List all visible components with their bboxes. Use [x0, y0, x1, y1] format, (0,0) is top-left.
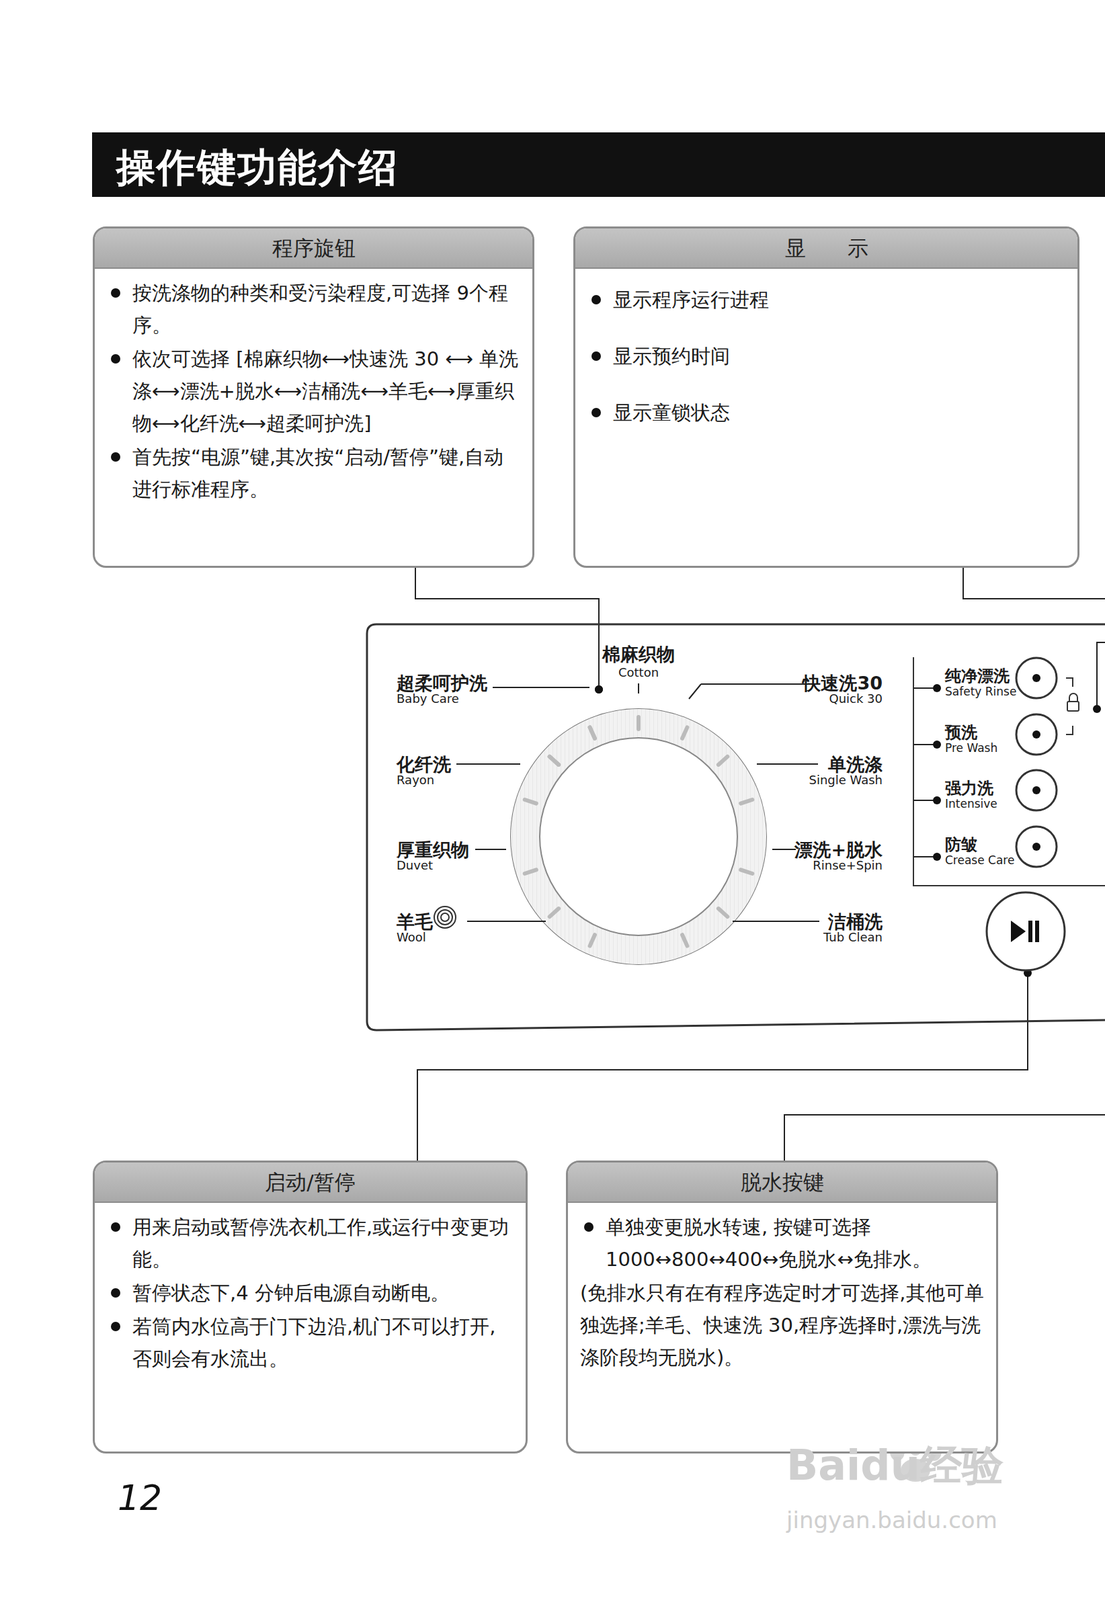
button-label: 强力洗: [945, 780, 994, 797]
dial-label: 棉麻织物: [602, 645, 675, 664]
button-label: 预洗: [945, 724, 978, 741]
box-heading: 脱水按键: [567, 1162, 997, 1204]
box-text: 单独变更脱水转速, 按键可选择 1000↔800↔400↔免脱水↔免排水。: [605, 1215, 932, 1272]
dial-label: 超柔呵护洗: [396, 674, 488, 693]
box-text: 首先按“电源”键,其次按“启动/暂停”键,自动进行标准程序。: [106, 440, 521, 506]
page-title: 操作键功能介绍: [116, 141, 399, 195]
box-text: 若筒内水位高于门下边沿,机门不可以打开,否则会有水流出。: [132, 1315, 496, 1371]
dial-label: 漂洗+脱水: [794, 840, 883, 859]
control-panel: [366, 624, 1105, 1031]
box-body: 按洗涤物的种类和受污染程度,可选择 9个程序。依次可选择 [棉麻织物⟷快速洗 3…: [94, 268, 533, 521]
callout-box: 启动/暂停用来启动或暂停洗衣机工作,或运行中变更功能。暂停状态下,4 分钟后电源…: [92, 1160, 528, 1454]
bullet: [110, 1222, 121, 1233]
box-text: 显示程序运行进程: [612, 288, 769, 312]
title-bar: 操作键功能介绍: [92, 132, 1105, 197]
dial-label-en: Single Wash: [808, 774, 883, 787]
bullet: [110, 1322, 121, 1332]
dial-label: 厚重织物: [396, 840, 470, 859]
bullet: [110, 1288, 121, 1298]
button-label-en: Intensive: [945, 798, 998, 810]
button-label-en: Pre Wash: [945, 742, 998, 755]
program-dial: [510, 709, 767, 965]
dial-label: 洁桶洗: [828, 912, 883, 931]
dial-label-en: Rayon: [396, 774, 435, 787]
leader-line: [417, 973, 1028, 1161]
leader-line: [963, 567, 1105, 599]
watermark: jingyan.baidu.com: [786, 1508, 998, 1532]
watermark: Baidu经验: [786, 1445, 1004, 1487]
dial-label: 单洗涤: [828, 755, 883, 774]
box-text: (免排水只有在有程序选定时才可选择,其他可单独选择;羊毛、快速洗 30,程序选择…: [580, 1281, 985, 1370]
box-text: 依次可选择 [棉麻织物⟷快速洗 30 ⟷ 单洗涤⟷漂洗+脱水⟷洁桶洗⟷羊毛⟷厚重…: [132, 347, 519, 435]
button-label-en: Crease Care: [945, 854, 1015, 867]
leader-line: [415, 567, 599, 689]
box-text: 显示预约时间: [612, 344, 730, 368]
callout-box: 显 示显示程序运行进程显示预约时间显示童锁状态: [573, 226, 1080, 568]
box-body: 显示程序运行进程显示预约时间显示童锁状态: [575, 268, 1078, 467]
box-body: 用来启动或暂停洗衣机工作,或运行中变更功能。暂停状态下,4 分钟后电源自动断电。…: [94, 1203, 526, 1390]
bullet: [110, 452, 121, 462]
box-text: 若筒内水位高于门下边沿,机门不可以打开,否则会有水流出。: [106, 1310, 514, 1376]
box-text: 单独变更脱水转速, 按键可选择 1000↔800↔400↔免脱水↔免排水。: [580, 1211, 985, 1276]
bullet: [591, 351, 601, 361]
bullet: [110, 288, 121, 298]
box-heading: 程序旋钮: [94, 228, 533, 269]
dial-label: 化纤洗: [396, 755, 452, 774]
dial-label-en: Quick 30: [828, 692, 883, 706]
callout-box: 脱水按键单独变更脱水转速, 按键可选择 1000↔800↔400↔免脱水↔免排水…: [565, 1160, 999, 1454]
dial-label-en: Rinse+Spin: [812, 859, 883, 872]
box-text: 显示程序运行进程: [587, 283, 1066, 316]
dial-label-en: Duvet: [396, 859, 433, 872]
leader-line: [784, 1115, 1105, 1161]
dial-label-en: Tub Clean: [823, 931, 883, 944]
box-text: 按洗涤物的种类和受污染程度,可选择 9个程序。: [106, 276, 521, 342]
dial-label-en: Wool: [396, 931, 427, 944]
button-label: 纯净漂洗: [945, 668, 1010, 685]
box-heading: 启动/暂停: [94, 1162, 526, 1204]
box-text: 依次可选择 [棉麻织物⟷快速洗 30 ⟷ 单洗涤⟷漂洗+脱水⟷洁桶洗⟷羊毛⟷厚重…: [106, 342, 521, 440]
dial-label: 羊毛: [396, 912, 433, 931]
box-text: 用来启动或暂停洗衣机工作,或运行中变更功能。: [132, 1215, 509, 1272]
option-button: [1016, 658, 1057, 868]
box-heading: 显 示: [575, 228, 1078, 269]
page-number: 12: [117, 1480, 162, 1516]
bullet: [584, 1222, 594, 1233]
bullet: [591, 295, 601, 305]
box-text: 显示童锁状态: [587, 396, 1066, 429]
box-text: 显示童锁状态: [612, 401, 730, 425]
box-text: 暂停状态下,4 分钟后电源自动断电。: [106, 1277, 514, 1310]
callout-box: 程序旋钮按洗涤物的种类和受污染程度,可选择 9个程序。依次可选择 [棉麻织物⟷快…: [92, 226, 535, 568]
dial-label-en: Cotton: [618, 666, 659, 679]
button-label: 防皱: [945, 836, 978, 853]
bullet: [110, 354, 121, 364]
dial-label: 快速洗30: [802, 674, 883, 693]
box-text: 用来启动或暂停洗衣机工作,或运行中变更功能。: [106, 1211, 514, 1276]
box-text: 暂停状态下,4 分钟后电源自动断电。: [132, 1281, 450, 1305]
dial-label-en: Baby Care: [396, 692, 460, 706]
wool-symbol: [434, 906, 456, 929]
button-label-en: Safety Rinse: [945, 686, 1017, 698]
leader-line: [1096, 642, 1105, 708]
box-text: 按洗涤物的种类和受污染程度,可选择 9个程序。: [132, 281, 509, 337]
start-pause-button: [986, 892, 1065, 971]
box-text: (免排水只有在有程序选定时才可选择,其他可单独选择;羊毛、快速洗 30,程序选择…: [580, 1277, 985, 1374]
child-lock-symbol: [1066, 678, 1079, 735]
bullet: [591, 407, 601, 418]
box-body: 单独变更脱水转速, 按键可选择 1000↔800↔400↔免脱水↔免排水。 (免排…: [567, 1203, 997, 1389]
box-text: 显示预约时间: [587, 340, 1066, 373]
box-text: 首先按“电源”键,其次按“启动/暂停”键,自动进行标准程序。: [132, 445, 504, 501]
